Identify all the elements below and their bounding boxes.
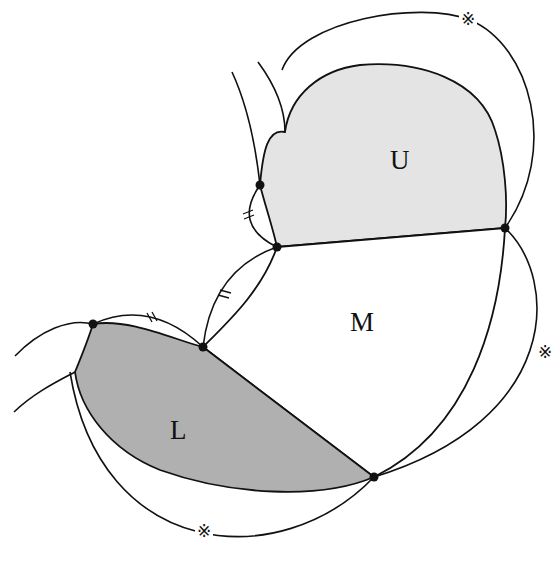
region-letter: U bbox=[390, 147, 410, 174]
region-letter: M bbox=[350, 309, 374, 336]
duodenum-line bbox=[15, 322, 93, 356]
equal-tick-marks bbox=[147, 210, 254, 322]
esophagus-line bbox=[232, 72, 260, 185]
duodenum-line bbox=[14, 372, 75, 412]
esophagus-line bbox=[258, 62, 285, 132]
reference-mark: ※ bbox=[536, 343, 554, 362]
region-letter: L bbox=[170, 417, 187, 444]
reference-mark: ※ bbox=[459, 10, 477, 29]
reference-mark: ※ bbox=[195, 522, 213, 541]
